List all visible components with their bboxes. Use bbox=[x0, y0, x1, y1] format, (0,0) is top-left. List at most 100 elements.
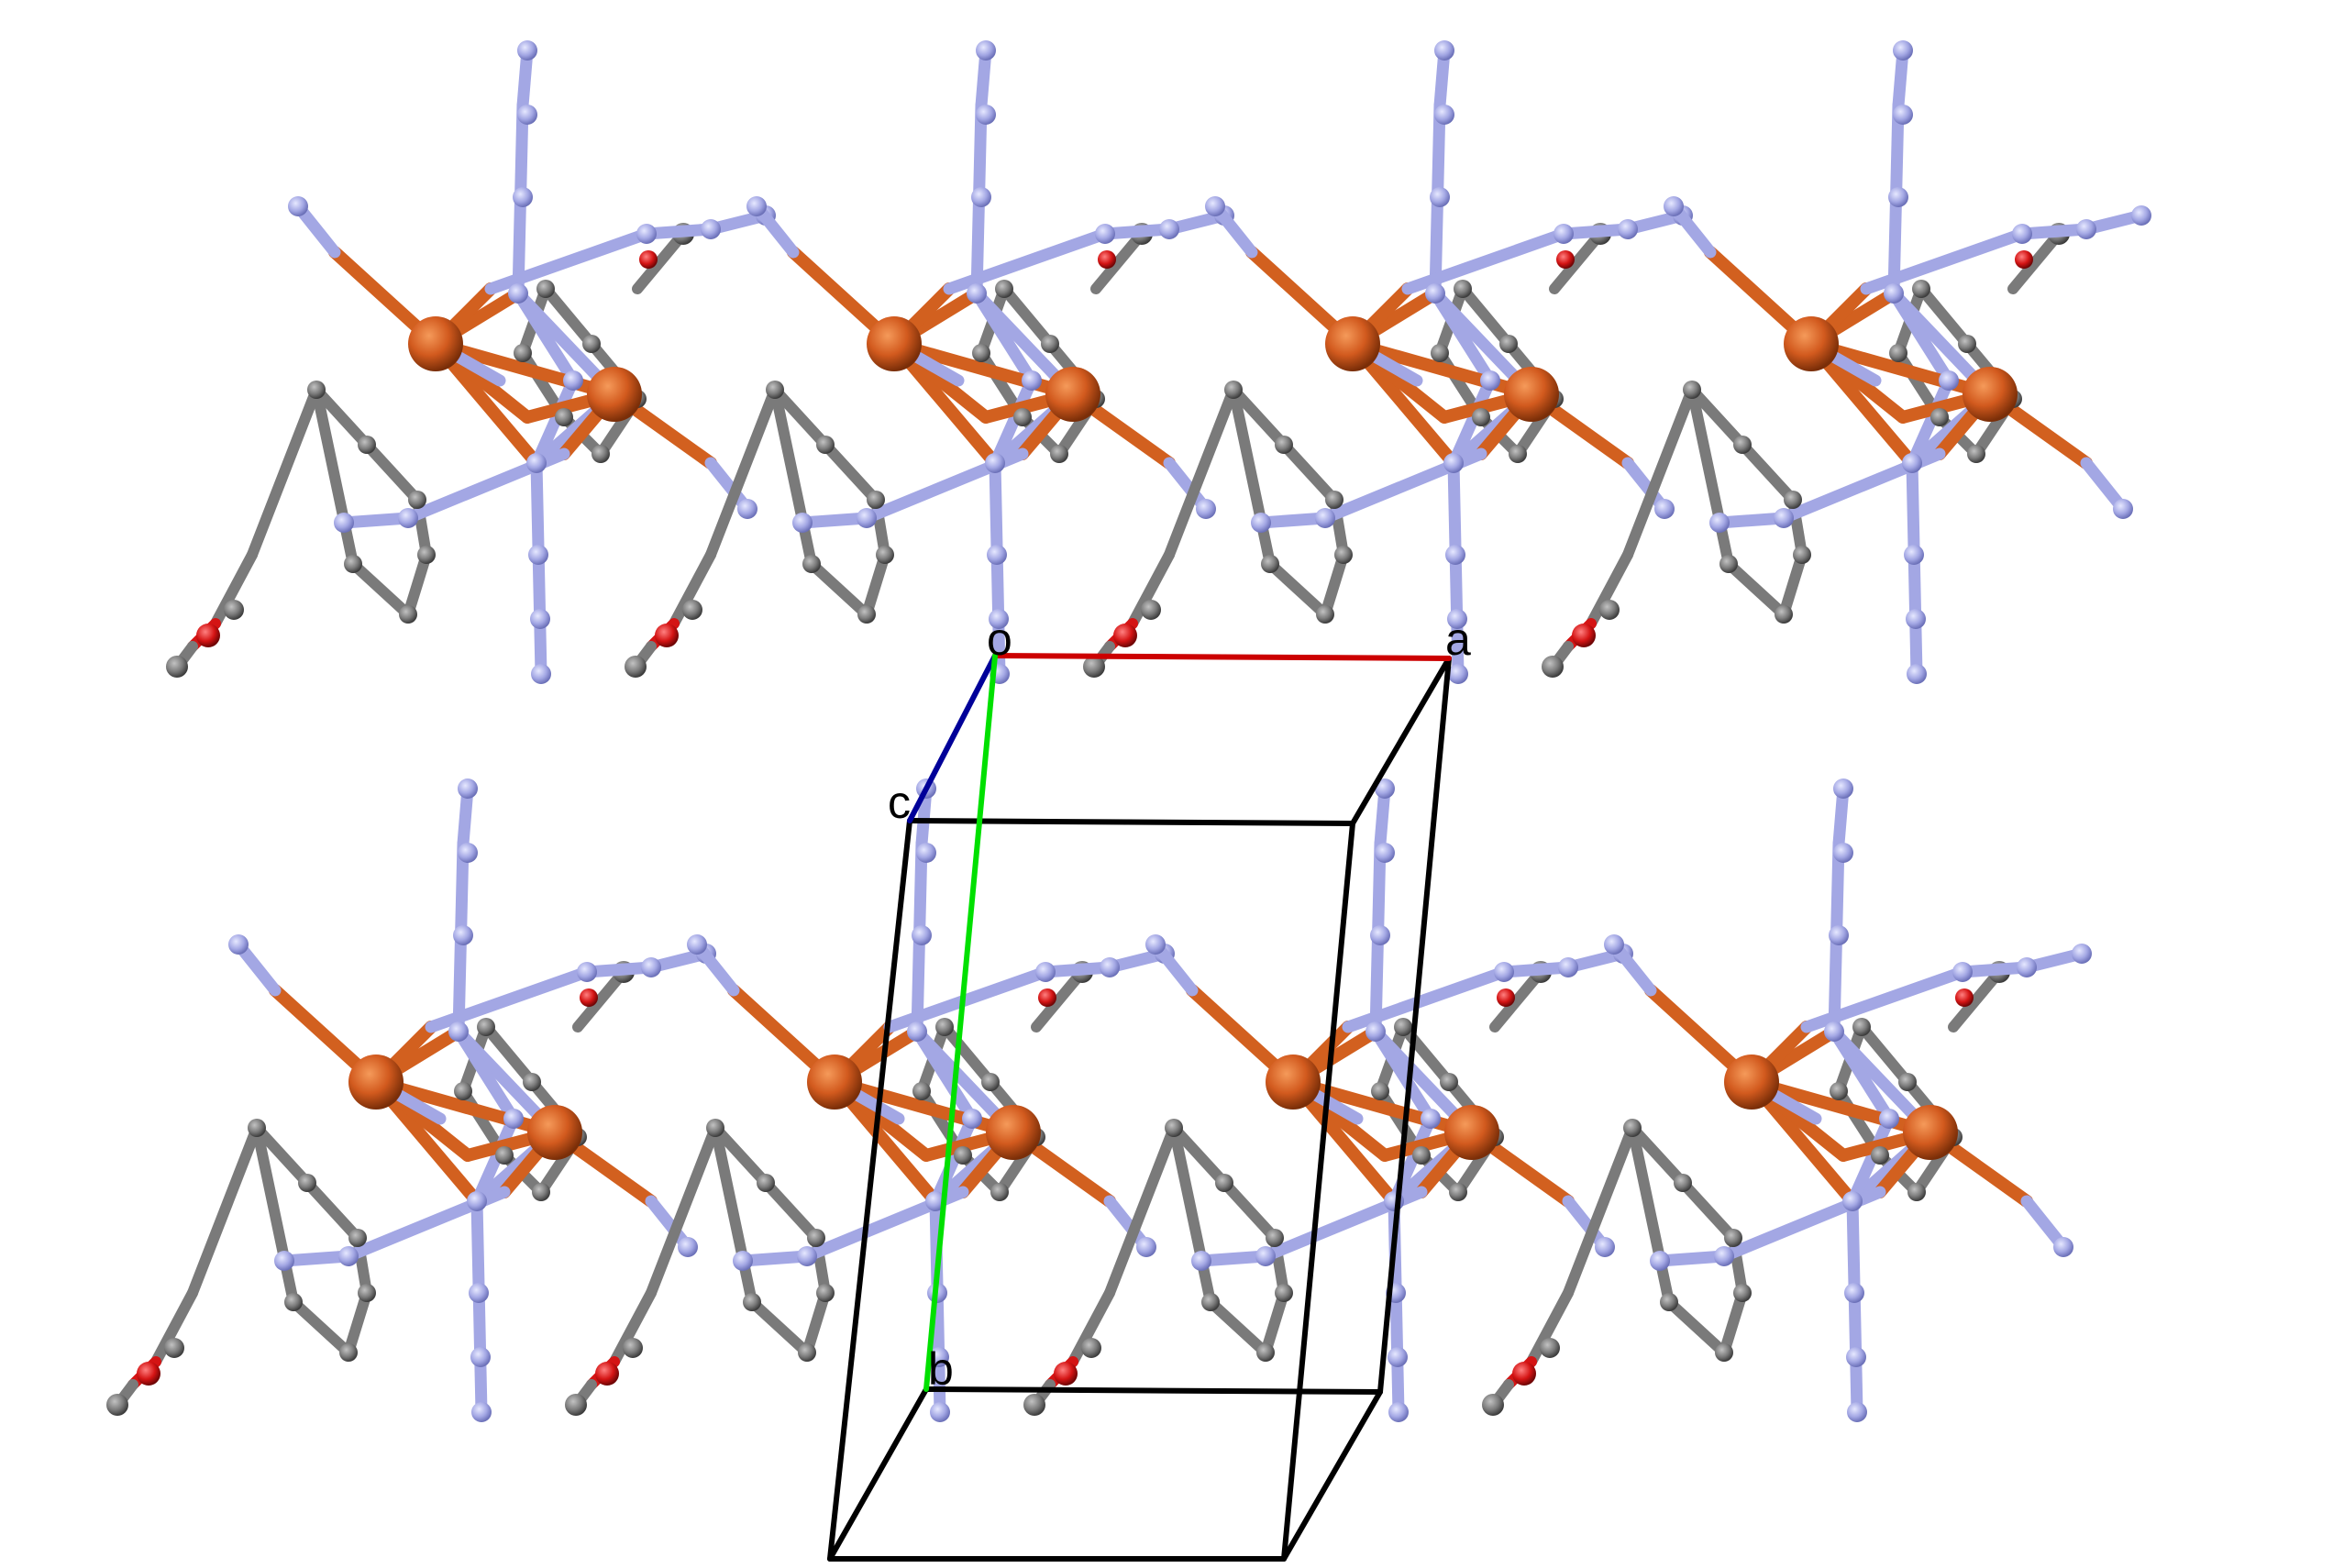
ligand-atom bbox=[1136, 1237, 1156, 1257]
ring-bond bbox=[302, 1177, 363, 1243]
ligand-atom bbox=[916, 843, 936, 863]
carbon-atom bbox=[1912, 280, 1930, 298]
carbon-atom bbox=[807, 1229, 825, 1247]
ligand-atom bbox=[513, 187, 533, 207]
carbon-atom bbox=[912, 1082, 931, 1100]
ring-bond bbox=[348, 558, 414, 620]
ligand-arm bbox=[484, 227, 653, 295]
ligand-atom bbox=[469, 1283, 489, 1303]
ligand-atom bbox=[1375, 778, 1395, 799]
ligand-atom bbox=[1650, 1251, 1670, 1271]
axis-a-edge bbox=[992, 653, 1452, 661]
ligand-arm bbox=[796, 512, 873, 529]
ligand-atom bbox=[288, 196, 308, 216]
ligand-atom bbox=[985, 453, 1005, 473]
ligand-atom bbox=[1846, 1347, 1866, 1367]
carbon-atom bbox=[532, 1183, 550, 1201]
ligand-atom bbox=[1145, 934, 1166, 955]
carbon-atom bbox=[1081, 1338, 1101, 1358]
ring-bond bbox=[540, 283, 597, 349]
ligand-arm bbox=[1342, 966, 1510, 1033]
carbon-atom bbox=[1449, 1183, 1467, 1201]
ring-stem-bond bbox=[669, 549, 716, 629]
ligand-chain-down bbox=[1906, 457, 1923, 680]
carbon-atom bbox=[284, 1293, 303, 1311]
carbon-atom bbox=[857, 605, 876, 624]
ligand-chain-down bbox=[1447, 457, 1465, 680]
ligand-chain-down bbox=[1846, 1195, 1863, 1419]
carbon-atom bbox=[682, 600, 702, 620]
carbon-atom bbox=[417, 546, 436, 564]
ring-bond bbox=[710, 1122, 771, 1188]
ligand-atom bbox=[930, 1402, 950, 1422]
oxygen-atom bbox=[2015, 250, 2033, 269]
ring-bond bbox=[1168, 1122, 1216, 1308]
carbon-atom bbox=[972, 344, 990, 362]
carbon-atom bbox=[582, 335, 601, 353]
carbon-atom bbox=[454, 1082, 472, 1100]
ligand-atom bbox=[1709, 513, 1730, 533]
bridge-bond bbox=[911, 1025, 979, 1125]
oxygen-atom bbox=[1955, 988, 1974, 1007]
ring-bond bbox=[1778, 549, 1808, 620]
metal-metal-bond bbox=[370, 1076, 561, 1139]
ligand-atom bbox=[1205, 196, 1225, 216]
ring-bond bbox=[251, 1122, 313, 1188]
ligand-atom bbox=[1388, 1347, 1408, 1367]
ligand-arm bbox=[736, 1250, 813, 1267]
bridge-bond bbox=[1906, 374, 1955, 469]
ligand-atom bbox=[1315, 508, 1335, 528]
ligand-arm bbox=[425, 966, 593, 1033]
oxygen-atom bbox=[1098, 250, 1116, 269]
carbon-atom bbox=[816, 436, 835, 454]
ligand-atom bbox=[1035, 962, 1056, 982]
carbon-atom bbox=[1852, 1018, 1871, 1036]
ligand-arm bbox=[883, 966, 1052, 1033]
carbon-atom bbox=[1215, 1174, 1233, 1192]
carbon-atom bbox=[1394, 1018, 1412, 1036]
metal-atom bbox=[1266, 1055, 1321, 1110]
bridge-bond bbox=[929, 1112, 979, 1208]
carbon-atom bbox=[1141, 600, 1161, 620]
repeat-unit bbox=[166, 40, 776, 684]
ring-stem-bond bbox=[632, 228, 689, 294]
carbon-atom bbox=[592, 445, 610, 463]
carbon-atom bbox=[1599, 600, 1620, 620]
repeat-unit bbox=[1542, 40, 2151, 684]
metal-atom bbox=[1784, 316, 1839, 371]
metal-atom bbox=[527, 1105, 582, 1160]
carbon-atom bbox=[1499, 335, 1518, 353]
cell-edge bbox=[1281, 1389, 1383, 1562]
ring-stem-bond bbox=[1549, 228, 1606, 294]
carbon-atom bbox=[1201, 1293, 1220, 1311]
ligand-arm bbox=[337, 512, 415, 529]
ligand-atom bbox=[530, 609, 550, 629]
ligand-atom bbox=[2053, 1237, 2073, 1257]
ring-bond bbox=[820, 439, 881, 505]
carbon-atom bbox=[1871, 1146, 1889, 1165]
repeat-unit bbox=[565, 778, 1175, 1422]
phenyl-ring-front bbox=[769, 384, 890, 620]
axis-label-origin: o bbox=[987, 613, 1012, 665]
ring-bond bbox=[861, 549, 890, 620]
ring-bond bbox=[1719, 1287, 1748, 1358]
ligand-atom bbox=[470, 1347, 491, 1367]
ring-stem-bond bbox=[609, 1287, 657, 1367]
ligand-arm bbox=[1956, 961, 2033, 978]
ring-bond bbox=[1457, 283, 1514, 349]
ligand-atom bbox=[1448, 664, 1468, 684]
repeat-unit bbox=[106, 778, 716, 1422]
metal-metal-bond bbox=[1745, 1076, 1937, 1139]
carbon-atom bbox=[298, 1174, 316, 1192]
ligand-atom bbox=[1100, 957, 1120, 977]
oxygen-atom bbox=[1054, 1362, 1078, 1386]
lower-layer bbox=[106, 778, 2092, 1422]
ligand-atom bbox=[1430, 187, 1450, 207]
upper-layer bbox=[166, 40, 2151, 684]
ring-stem-bond bbox=[1127, 549, 1175, 629]
ring-stem-bond bbox=[1586, 549, 1633, 629]
cell-edge bbox=[827, 1386, 929, 1562]
ring-stem-bond bbox=[1526, 1287, 1574, 1367]
ligand-atom bbox=[471, 1402, 492, 1422]
ligand-atom bbox=[503, 1109, 524, 1129]
